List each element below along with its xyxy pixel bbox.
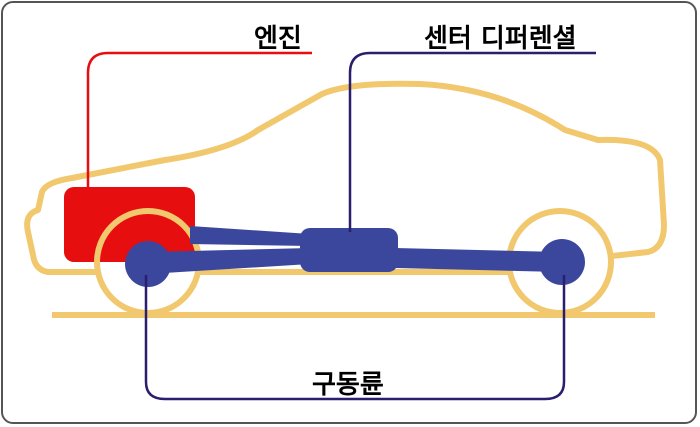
car-body-outline: [24, 80, 667, 275]
center-differential-block: [300, 228, 398, 272]
center-differential-label: 센터 디퍼렌셜: [424, 24, 577, 54]
engine-block: [64, 187, 195, 262]
engine-label: 엔진: [254, 24, 302, 54]
differential-leader-line: [348, 51, 596, 232]
rear-wheel-hub: [539, 239, 585, 285]
propeller-shaft-upper: [190, 226, 310, 246]
drive-wheels-label: 구동륜: [312, 370, 384, 400]
engine-leader-line: [86, 51, 312, 190]
front-axle-shaft: [148, 248, 310, 274]
drive-wheels-leader-line: [144, 275, 566, 401]
front-wheel-hub: [125, 241, 171, 287]
rear-axle-shaft: [395, 248, 560, 272]
